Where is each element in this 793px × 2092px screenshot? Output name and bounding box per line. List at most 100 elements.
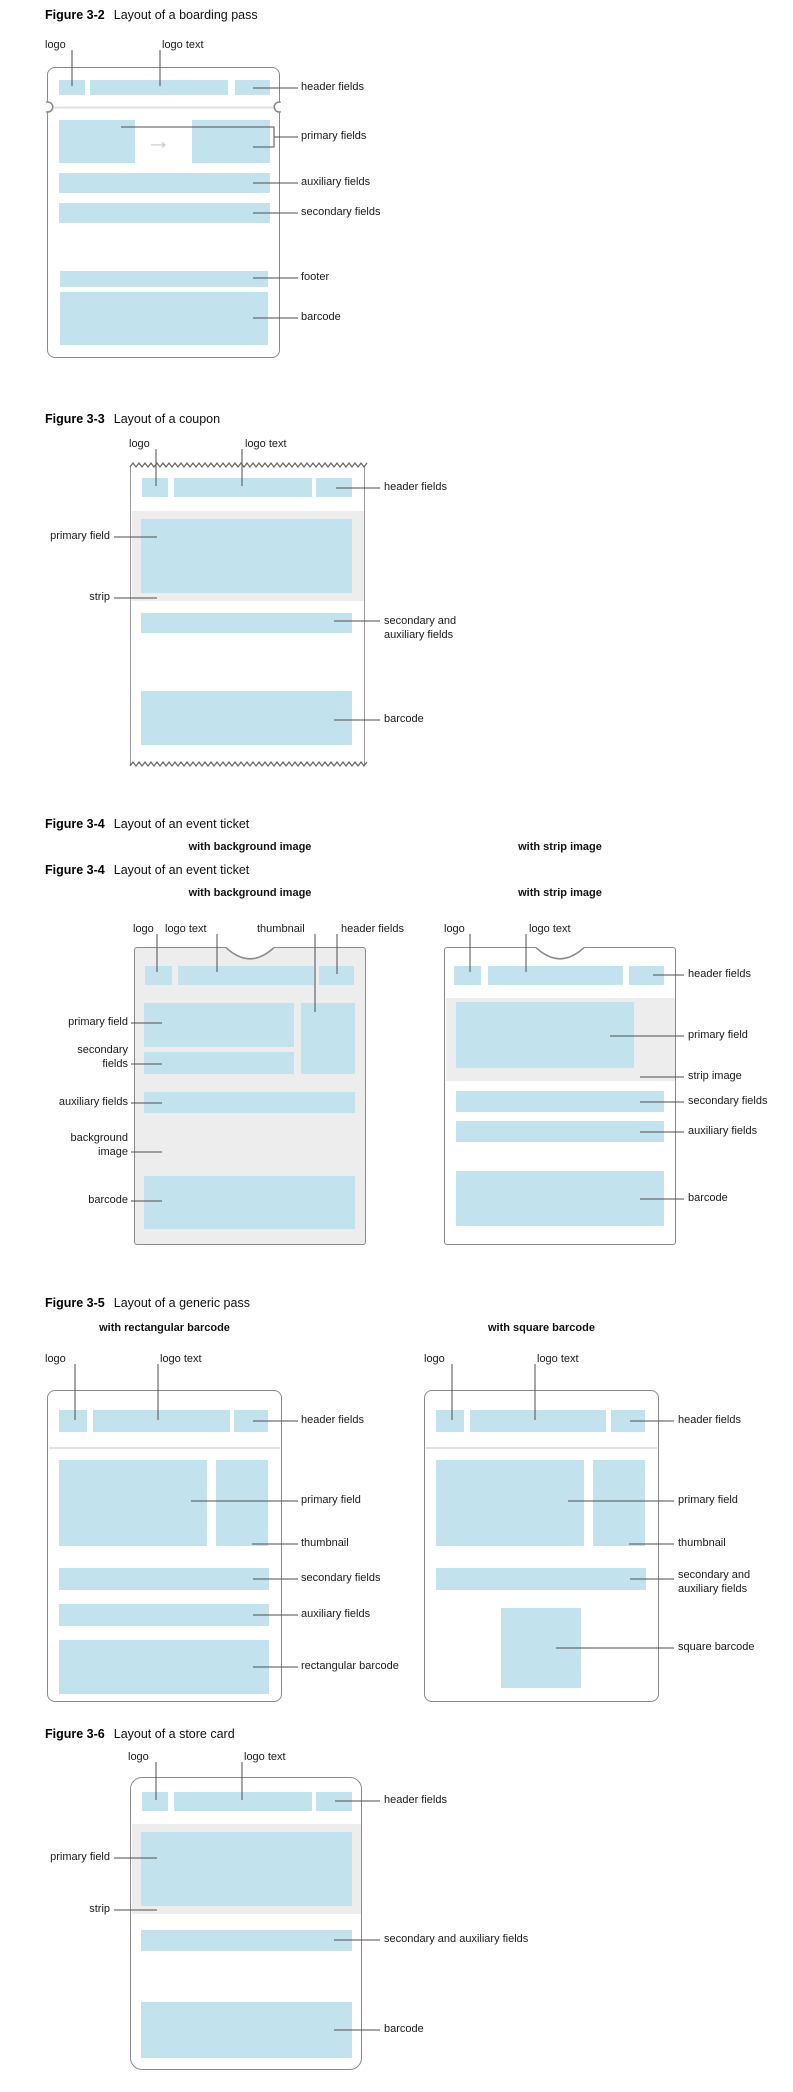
boarding-primary-fields-label: primary fields bbox=[301, 130, 367, 142]
boarding-logo-text-block bbox=[90, 80, 228, 95]
generic-rect-header-fields-label: header fields bbox=[301, 1414, 364, 1426]
generic-subtitle-rect: with rectangular barcode bbox=[99, 1322, 230, 1334]
generic-square-thumbnail-block bbox=[593, 1460, 645, 1546]
boarding-barcode-label: barcode bbox=[301, 311, 341, 323]
storecard-secondary-auxiliary-block bbox=[141, 1930, 352, 1951]
boarding-auxiliary-fields-label: auxiliary fields bbox=[301, 176, 371, 188]
generic-subtitle-square: with square barcode bbox=[488, 1322, 595, 1334]
generic-rect-logo-text-label: logo text bbox=[160, 1353, 202, 1365]
generic-rect-barcode-label: rectangular barcode bbox=[301, 1660, 399, 1672]
event-strip-primary-field-block bbox=[456, 1002, 634, 1068]
event-bg-header-fields-label: header fields bbox=[341, 923, 404, 935]
boarding-primary-destination-block bbox=[192, 120, 270, 163]
coupon-primary-field-block bbox=[141, 519, 352, 593]
event-bg-secondary-fields-block bbox=[144, 1052, 294, 1074]
storecard-logo-block bbox=[142, 1792, 168, 1811]
storecard-secondary-auxiliary-label: secondary and auxiliary fields bbox=[384, 1933, 529, 1945]
generic-square-barcode-label: square barcode bbox=[678, 1641, 755, 1653]
event-strip-barcode-block bbox=[456, 1171, 664, 1226]
event-strip-logo-block bbox=[454, 966, 481, 985]
generic-square-logo-text-block bbox=[470, 1410, 606, 1432]
coupon-logo-block bbox=[142, 478, 168, 497]
event-bg-primary-field-block bbox=[144, 1003, 294, 1047]
generic-square-barcode-block bbox=[501, 1608, 581, 1688]
figure-number: Figure 3-3 bbox=[45, 412, 105, 426]
generic-square-header-fields-label: header fields bbox=[678, 1414, 741, 1426]
coupon-header-fields-block bbox=[316, 478, 352, 497]
boarding-barcode-block bbox=[60, 292, 268, 345]
figure-number: Figure 3-4 bbox=[45, 863, 105, 877]
coupon-logo-label: logo bbox=[129, 438, 150, 450]
storecard-primary-field-block bbox=[141, 1832, 352, 1906]
figure-caption: Layout of a boarding pass bbox=[113, 8, 258, 22]
figure-3-2-title: Figure 3-2 Layout of a boarding pass bbox=[45, 8, 258, 22]
generic-rect-barcode-block bbox=[59, 1640, 269, 1694]
generic-square-secondary-auxiliary-block bbox=[436, 1568, 646, 1590]
boarding-logo-label: logo bbox=[45, 39, 66, 51]
event-strip-logo-text-block bbox=[488, 966, 623, 985]
generic-square-logo-label: logo bbox=[424, 1353, 445, 1365]
generic-rect-primary-field-label: primary field bbox=[301, 1494, 361, 1506]
event-bg-barcode-block bbox=[144, 1176, 355, 1229]
generic-square-logo-block bbox=[436, 1410, 464, 1432]
event-bg-logo-text-block bbox=[178, 966, 314, 985]
event-bg-barcode-label: barcode bbox=[88, 1194, 128, 1206]
generic-rect-secondary-fields-block bbox=[59, 1568, 269, 1590]
transit-arrow-icon: → bbox=[146, 127, 171, 155]
figure-caption: Layout of a generic pass bbox=[113, 1296, 250, 1310]
event-strip-primary-field-label: primary field bbox=[688, 1029, 748, 1041]
event-strip-auxiliary-fields-label: auxiliary fields bbox=[688, 1125, 758, 1137]
coupon-strip-label: strip bbox=[89, 591, 110, 603]
boarding-footer-label: footer bbox=[301, 271, 330, 283]
generic-rect-header-fields-block bbox=[234, 1410, 268, 1432]
storecard-header-fields-block bbox=[316, 1792, 352, 1811]
coupon-barcode-label: barcode bbox=[384, 713, 424, 725]
generic-rect-thumbnail-label: thumbnail bbox=[301, 1537, 349, 1549]
figure-caption: Layout of an event ticket bbox=[113, 817, 250, 831]
storecard-logo-text-label: logo text bbox=[244, 1751, 286, 1763]
event-bg-primary-field-label: primary field bbox=[68, 1016, 128, 1028]
event-bg-logo-text-label: logo text bbox=[165, 923, 207, 935]
figure-3-3-title: Figure 3-3 Layout of a coupon bbox=[45, 412, 220, 426]
storecard-primary-field-label: primary field bbox=[50, 1851, 110, 1863]
event-bg-thumbnail-block bbox=[301, 1003, 355, 1074]
boarding-secondary-fields-block bbox=[59, 203, 270, 223]
storecard-barcode-block bbox=[141, 2002, 352, 2058]
event-strip-secondary-fields-block bbox=[456, 1091, 664, 1112]
event-bg-logo-label: logo bbox=[133, 923, 154, 935]
storecard-logo-text-block bbox=[174, 1792, 312, 1811]
coupon-header-fields-label: header fields bbox=[384, 481, 447, 493]
figure-number: Figure 3-4 bbox=[45, 817, 105, 831]
boarding-logo-text-label: logo text bbox=[162, 39, 204, 51]
event-subtitle-strip-first: with strip image bbox=[518, 841, 602, 853]
coupon-logo-text-block bbox=[174, 478, 312, 497]
generic-square-logo-text-label: logo text bbox=[537, 1353, 579, 1365]
coupon-secondary-auxiliary-label: secondary and auxiliary fields bbox=[384, 615, 457, 641]
event-strip-image-label: strip image bbox=[688, 1070, 742, 1082]
figure-number: Figure 3-5 bbox=[45, 1296, 105, 1310]
generic-rect-secondary-fields-label: secondary fields bbox=[301, 1572, 381, 1584]
figure-caption: Layout of a store card bbox=[113, 1727, 235, 1741]
event-bg-background-image-label: background image bbox=[70, 1132, 129, 1158]
event-strip-secondary-fields-label: secondary fields bbox=[688, 1095, 768, 1107]
storecard-logo-label: logo bbox=[128, 1751, 149, 1763]
figure-caption: Layout of a coupon bbox=[113, 412, 221, 426]
event-bg-logo-block bbox=[145, 966, 172, 985]
event-bg-header-fields-block bbox=[319, 966, 354, 985]
generic-rect-auxiliary-fields-label: auxiliary fields bbox=[301, 1608, 371, 1620]
generic-rect-logo-block bbox=[59, 1410, 87, 1432]
storecard-header-fields-label: header fields bbox=[384, 1794, 447, 1806]
generic-rect-logo-label: logo bbox=[45, 1353, 66, 1365]
event-strip-logo-label: logo bbox=[444, 923, 465, 935]
event-strip-auxiliary-fields-block bbox=[456, 1121, 664, 1142]
event-strip-logo-text-label: logo text bbox=[529, 923, 571, 935]
generic-square-primary-field-label: primary field bbox=[678, 1494, 738, 1506]
generic-square-secondary-auxiliary-label: secondary and auxiliary fields bbox=[678, 1569, 751, 1595]
generic-square-header-fields-block bbox=[611, 1410, 645, 1432]
event-bg-auxiliary-fields-label: auxiliary fields bbox=[58, 1096, 128, 1108]
figure-number: Figure 3-2 bbox=[45, 8, 105, 22]
event-subtitle-strip-second: with strip image bbox=[518, 887, 602, 899]
